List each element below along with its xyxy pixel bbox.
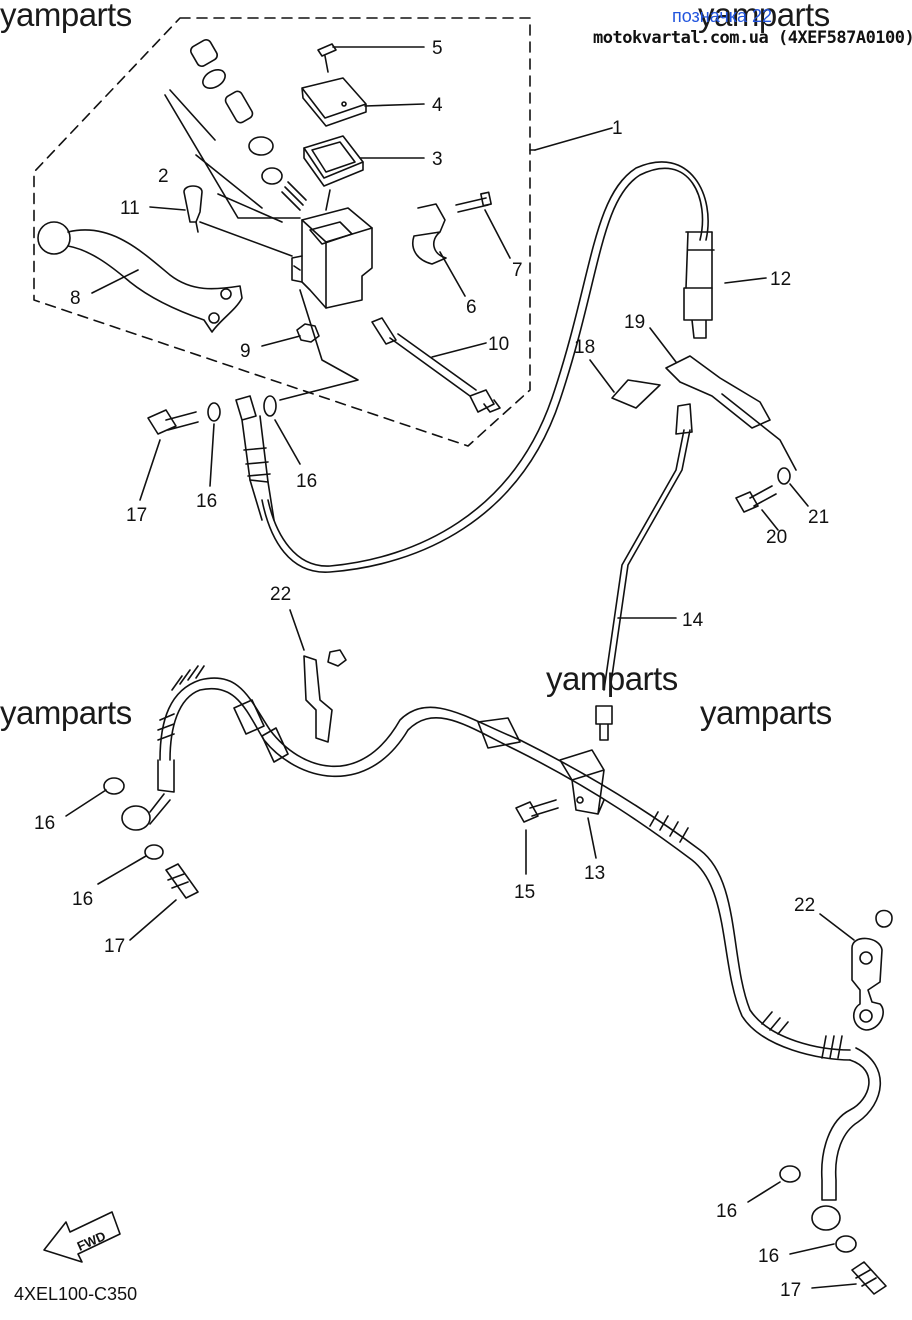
label-part-4: 4 [432, 95, 443, 116]
lower-left-banjo [121, 805, 151, 831]
piston-kit [190, 39, 307, 211]
site-caption: motokvartal.com.ua (4XEF587A0100) [593, 28, 912, 48]
label-part-2: 2 [158, 166, 169, 187]
watermark: yamparts [0, 0, 132, 33]
fwd-label: FWD [75, 1228, 108, 1254]
bolt-15 [515, 799, 559, 823]
label-part-16c: 16 [34, 813, 55, 834]
label-part-16f: 16 [758, 1246, 779, 1267]
label-part-11: 11 [120, 198, 140, 219]
lower-brake-hose [159, 677, 851, 1051]
watermark: yamparts [698, 0, 830, 33]
label-part-18: 18 [574, 337, 595, 358]
label-part-17c: 17 [780, 1280, 801, 1301]
label-part-16b: 16 [296, 471, 317, 492]
label-part-22a: 22 [270, 584, 291, 605]
handlebar-clamp [412, 203, 447, 265]
reservoir-cap [301, 77, 367, 127]
hose-bracket-upper [303, 655, 333, 743]
part-number-labels: 1 2 3 4 5 6 7 8 9 10 11 12 13 14 15 16 1… [34, 38, 829, 1301]
label-part-16a: 16 [196, 491, 217, 512]
watermark: yamparts [546, 660, 678, 697]
upper-banjo-bolt [147, 409, 199, 435]
brake-switch [371, 317, 495, 413]
upper-brake-hose [261, 167, 704, 573]
lower-right-bolt [851, 1261, 887, 1295]
watermark: yamparts [700, 694, 832, 731]
diagram-code: 4XEL100-C350 [14, 1284, 138, 1304]
marker-link[interactable]: позначка 22 [672, 6, 773, 26]
bracket-18 [611, 379, 661, 409]
label-part-6: 6 [466, 297, 477, 318]
master-cylinder-body [301, 207, 373, 309]
label-part-3: 3 [432, 149, 443, 170]
label-part-10: 10 [488, 334, 509, 355]
label-part-21: 21 [808, 507, 829, 528]
assembly-boundary [33, 17, 531, 447]
hose-bracket-lower [851, 937, 884, 1031]
label-part-16d: 16 [72, 889, 93, 910]
label-part-9: 9 [240, 341, 251, 362]
label-part-15: 15 [514, 882, 535, 903]
label-part-17a: 17 [126, 505, 147, 526]
label-part-17b: 17 [104, 936, 125, 957]
brake-lever [67, 229, 243, 333]
bracket-19 [665, 355, 771, 429]
brake-hose-joint [559, 749, 605, 815]
label-part-7: 7 [512, 260, 523, 281]
upper-banjo [235, 395, 269, 483]
label-part-22b: 22 [794, 895, 815, 916]
label-part-14: 14 [682, 610, 704, 631]
metal-brake-pipe [603, 429, 691, 691]
label-part-1: 1 [612, 118, 623, 139]
label-part-16e: 16 [716, 1201, 737, 1222]
bolt-20 [735, 485, 777, 513]
fwd-arrow [43, 1211, 121, 1263]
label-part-13: 13 [584, 863, 605, 884]
label-part-5: 5 [432, 38, 443, 59]
lower-left-bolt [165, 863, 199, 899]
lower-right-banjo [811, 1205, 841, 1231]
label-part-20: 20 [766, 527, 787, 548]
label-part-19: 19 [624, 312, 645, 333]
label-part-8: 8 [70, 288, 81, 309]
label-part-12: 12 [770, 269, 791, 290]
watermark: yamparts [0, 694, 132, 731]
